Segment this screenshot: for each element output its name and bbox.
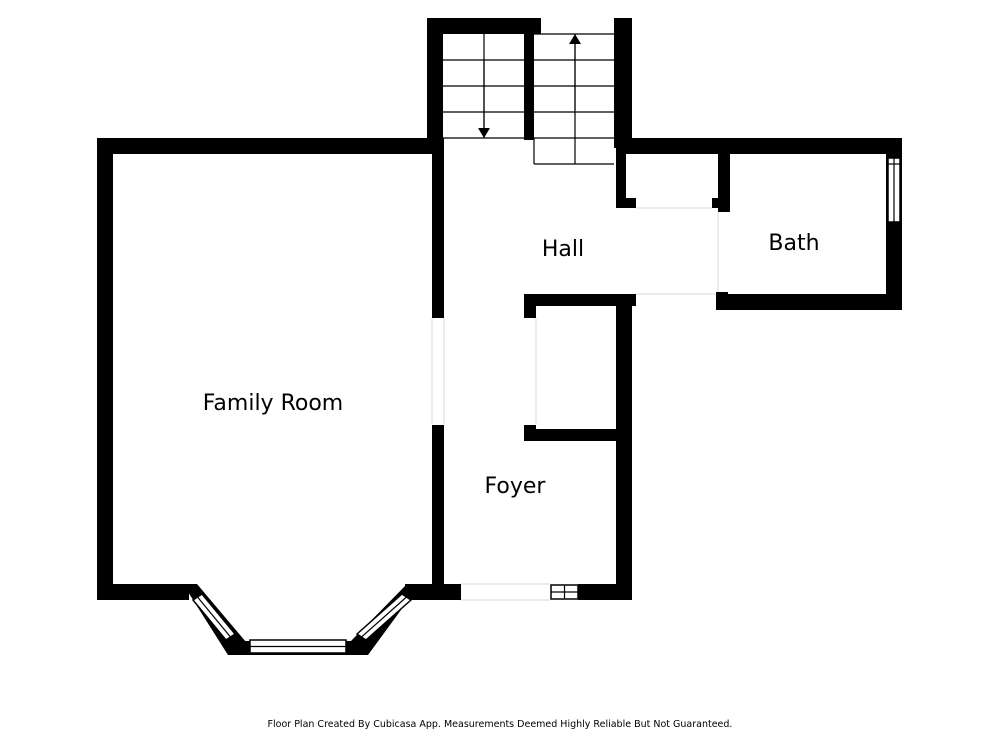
- bay-window-right: [355, 593, 413, 641]
- bath-window: [887, 157, 901, 223]
- room-label-bath: Bath: [768, 231, 819, 256]
- stair-arrow-down-icon: [478, 60, 490, 138]
- stair-flight-up: [533, 33, 614, 165]
- bath-walls: [716, 138, 902, 310]
- footer-disclaimer: Floor Plan Created By Cubicasa App. Meas…: [268, 719, 733, 730]
- bay-window-center: [249, 639, 347, 654]
- family-room-walls: [97, 138, 461, 600]
- bay-window-left: [191, 593, 237, 641]
- room-label-foyer: Foyer: [485, 474, 547, 499]
- front-door-opening: [461, 583, 550, 601]
- front-door-sidelight: [550, 584, 579, 600]
- family-room-opening: [431, 318, 445, 425]
- hall-openings: [636, 207, 719, 295]
- foyer-walls: [524, 294, 636, 600]
- hall-closet-walls: [616, 138, 902, 212]
- room-label-hall: Hall: [542, 237, 584, 262]
- room-label-family-room: Family Room: [203, 391, 343, 416]
- staircase: [427, 18, 632, 165]
- stair-arrow-up-icon: [569, 34, 581, 110]
- bay-window: [183, 584, 420, 655]
